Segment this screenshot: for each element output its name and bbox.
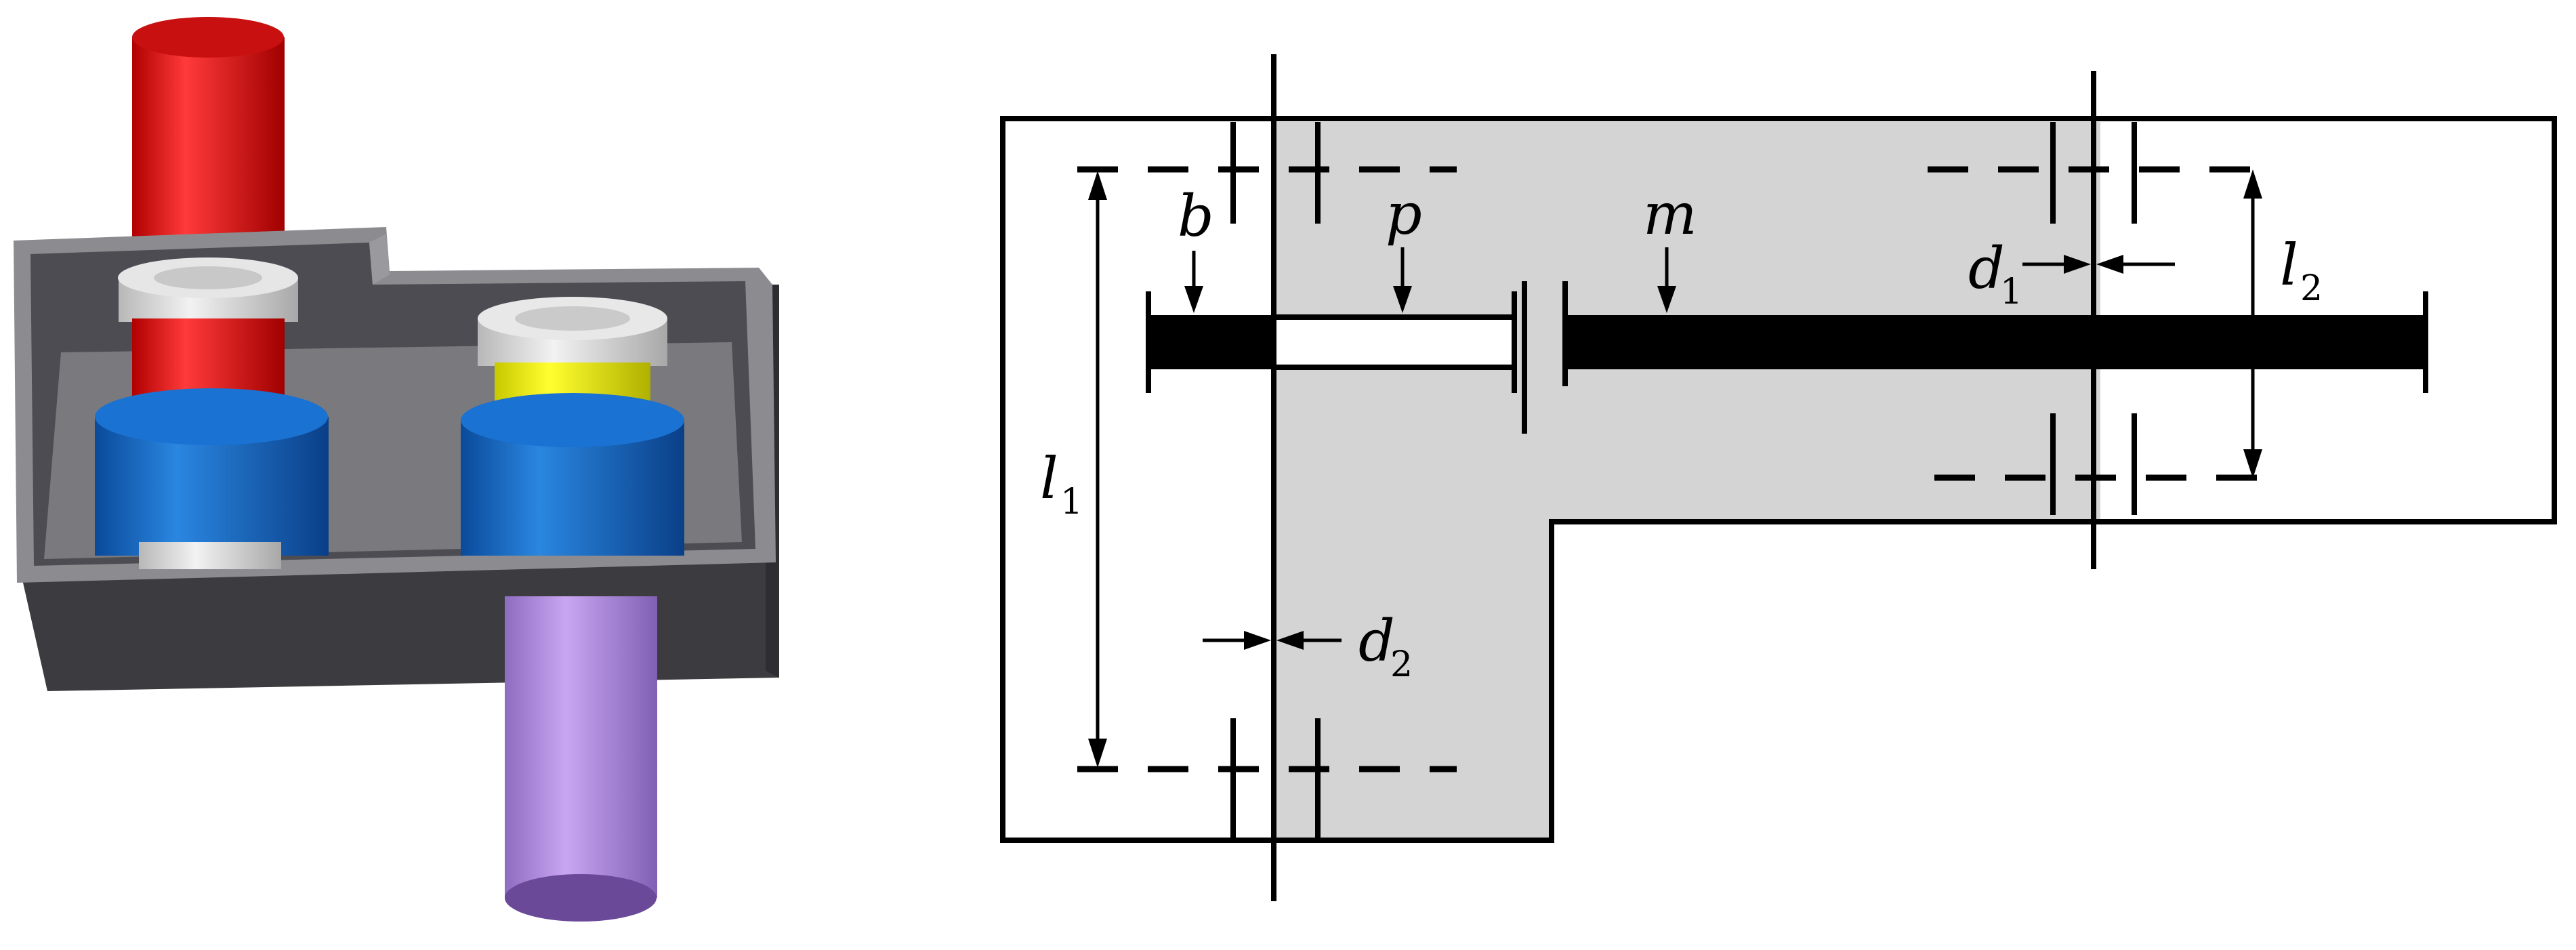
dim-d1-left-arrow [2064,255,2091,274]
label-p: p [1386,181,1422,247]
leader-p-arrow [1393,286,1412,313]
dim-l2-arrow-top [2243,169,2262,199]
gearbox-3d-model [14,17,779,922]
left-bearing-lower [139,542,281,569]
dim-l1-arrow-bottom [1088,739,1107,768]
leader-m-arrow [1657,286,1676,313]
label-d1: d [1968,235,2005,302]
gear-bar-m [1565,315,2426,369]
dim-l1-arrow-top [1088,171,1107,200]
label-l2: l [2280,232,2298,298]
housing-step-wall [369,234,390,285]
gear-bar-p [1271,314,1517,370]
gearbox-schematic: l 1 l 2 b p m d 1 d 2 [1000,54,2557,901]
dim-d1-right-arrow [2096,255,2123,274]
dim-l2-arrow-bottom [2243,449,2262,478]
left-blue-gear-top [95,388,328,445]
purple-output-shaft [505,596,657,898]
dim-d2-right-arrow [1276,631,1304,650]
label-m: m [1643,181,1697,247]
right-bearing-upper-hole [515,306,630,331]
section-fill [1274,122,2100,840]
label-d2-sub: 2 [1390,644,1413,685]
label-l1: l [1040,445,1058,512]
label-l2-sub: 2 [2300,268,2323,309]
leader-b-arrow [1184,286,1203,313]
label-d2: d [1358,608,1395,674]
label-l1-sub: 1 [1060,482,1083,522]
gear-bar-b [1148,315,1274,369]
left-bearing-upper-hole [154,266,262,289]
dim-d2-left-arrow [1244,631,1271,650]
red-shaft-upper [132,37,285,241]
purple-shaft-bottom-face [505,874,657,922]
housing-outline [1000,116,2557,843]
right-blue-gear-top [461,393,684,447]
label-d1-sub: 1 [2000,272,2022,312]
red-shaft-top-face [132,17,284,58]
label-b: b [1178,183,1214,249]
